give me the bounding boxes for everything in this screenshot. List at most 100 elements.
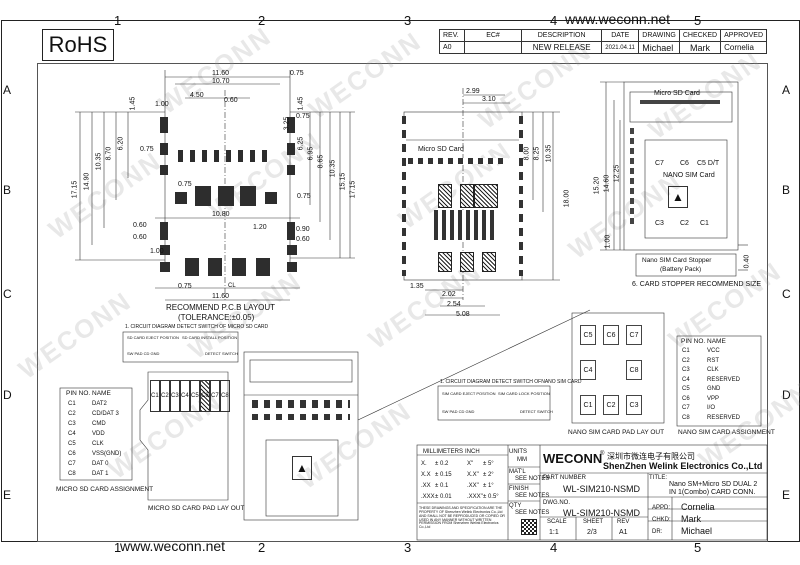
micro-assign-pin: C6 (68, 451, 76, 457)
part-number: WL-SIM210-NSMD (563, 484, 641, 494)
dim-label: 0.75 (140, 146, 154, 153)
grid-row-d: D (3, 388, 12, 402)
micro-pad-c3: C3 (170, 380, 180, 412)
tol-header-units: UNITS (509, 449, 527, 455)
dim-label: 10.70 (212, 78, 230, 85)
pcb-pad (262, 150, 267, 162)
pcb-pad (287, 143, 295, 155)
dim-label: 0.60 (296, 236, 310, 243)
micro-assign-name: DAT 0 (92, 461, 109, 467)
stopper-contact-c1: C1 (700, 220, 709, 227)
pcb-pad (160, 262, 170, 272)
pcb-pad (202, 150, 207, 162)
scale-label: SCALE (547, 519, 567, 525)
top-view-hatched-pad (482, 252, 496, 272)
dim-label: 0.75 (296, 113, 310, 120)
grid-col-3-bottom: 3 (404, 540, 412, 555)
top-view-side-pads (519, 116, 523, 276)
top-view-hatched-pad (438, 184, 452, 208)
stopper-contact-c6: C6 (680, 160, 689, 167)
revision-row: A0 NEW RELEASE 2021.04.11 Michael Mark C… (439, 41, 767, 54)
micro-assign-pin: C3 (68, 421, 76, 427)
micro-circuit-sub2: DETECT SWITCH (205, 351, 238, 356)
tol-mm-value: ± 0.15 (435, 472, 452, 478)
micro-assign-name: DAT2 (92, 401, 107, 407)
grid-row-a-right: A (782, 83, 791, 97)
tol-inch-format: X.X" (467, 472, 479, 478)
nano-assign-name: I/O (707, 405, 716, 411)
qty-label: QTY (509, 503, 522, 509)
matl-label: MAT'L (509, 469, 526, 475)
tol-mm-value: ± 0.01 (435, 494, 452, 500)
pcb-pad (160, 165, 168, 175)
approved-value: Cornelia (720, 41, 767, 54)
pcb-pad (178, 150, 183, 162)
grid-col-1-bottom: 1 (114, 540, 122, 555)
top-view-hatched-pad (460, 184, 474, 208)
micro-assign-header-name: NAME (92, 390, 111, 397)
dim-label: 5.08 (456, 311, 470, 318)
dr-label: DR: (652, 529, 663, 535)
micro-connector-contacts (252, 400, 350, 408)
tol-mm-format: X. (421, 461, 427, 467)
tol-mm-format: .XXX (421, 494, 435, 500)
grid-row-c: C (3, 287, 12, 301)
grid-col-3: 3 (404, 13, 412, 28)
rohs-badge: RoHS (42, 29, 114, 61)
grid-row-e: E (3, 488, 12, 502)
dim-label: 2.99 (466, 88, 480, 95)
tol-inch-value: ± 5° (483, 461, 494, 467)
dim-label: 1.35 (410, 283, 424, 290)
micro-assign-pin: C7 (68, 461, 76, 467)
dim-label: 0.90 (296, 226, 310, 233)
nano-assign-name: CLK (707, 367, 719, 373)
company-cn: 深圳市微连电子有限公司 (607, 452, 695, 461)
tol-inch-value: ± 1° (483, 483, 494, 489)
grid-row-b: B (3, 183, 12, 197)
micro-assign-pin: C5 (68, 441, 76, 447)
top-view-hatched-pad (460, 252, 474, 272)
micro-pad-c8: C8 (220, 380, 230, 412)
nano-assign-name: RESERVED (707, 376, 740, 383)
dim-label: 10.80 (212, 211, 230, 218)
chkd-label: CHKD: (652, 517, 671, 523)
micro-pin-label: C3 (171, 393, 179, 399)
nano-assign-name: RESERVED (707, 414, 740, 421)
nano-pad-c6: C6 (603, 325, 619, 345)
stopper-sublabel: (Battery Pack) (660, 266, 702, 273)
layout-caption: RECOMMEND P.C.B LAYOUT (166, 303, 276, 312)
dwg-label: DWG.NO. (543, 500, 570, 506)
micro-pin-label: C7 (211, 393, 219, 399)
finish-label: FINISH (509, 486, 529, 492)
part-number-label: PART NUMBER (543, 475, 587, 481)
rohs-label: RoHS (48, 32, 108, 57)
finish-value: SEE NOTES (515, 493, 550, 499)
top-view-hatched-pad (438, 252, 452, 272)
dim-label: 2.54 (447, 301, 461, 308)
qr-code-icon (521, 519, 537, 535)
micro-circuit-left: SD CARD EJECT POSITION (127, 335, 179, 340)
micro-assign-pin: C2 (68, 411, 76, 417)
dim-label: 1.00 (155, 101, 169, 108)
pcb-pad (195, 186, 211, 206)
dim-label: 0.75 (178, 181, 192, 188)
micro-pin-label: C1 (151, 393, 159, 399)
micro-circuit-title: 1. CIRCUIT DIAGRAM DETECT SWITCH OF MICR… (125, 324, 269, 330)
units-value: MM (517, 457, 527, 463)
pcb-pad (287, 222, 295, 240)
micro-pin-label: C6 (201, 393, 209, 399)
top-view-pad (434, 210, 494, 240)
company-logo: WECONN (543, 451, 603, 466)
tol-header-inch: INCH (465, 449, 480, 455)
micro-assign-caption: MICRO SD CARD ASSIGNMENT (56, 486, 154, 493)
nano-pad-c5: C5 (580, 325, 596, 345)
micro-pad-caption: MICRO SD CARD PAD LAY OUT (148, 505, 245, 512)
nano-pad-c3: C3 (626, 395, 642, 415)
micro-pin-label: C4 (181, 393, 189, 399)
stopper-contact-c7: C7 (655, 160, 664, 167)
dim-label: 11.60 (212, 293, 229, 300)
nano-circuit-sub2: DETECT SWITCH (520, 409, 553, 414)
micro-pad-c5: C5 (190, 380, 200, 412)
